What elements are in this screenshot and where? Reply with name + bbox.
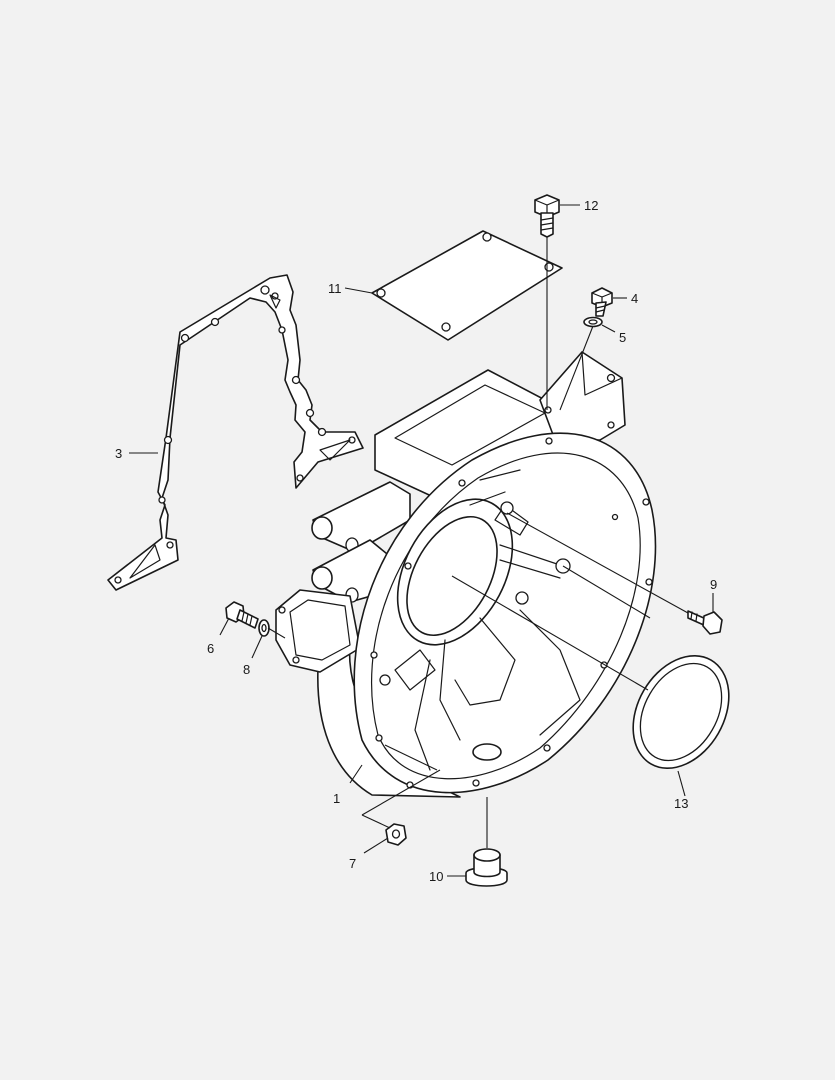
- bolt-part-6: [225, 601, 259, 629]
- plug-part-9: [687, 610, 723, 635]
- callout-8: 8: [243, 662, 250, 677]
- cover-plate-part-11: [371, 230, 563, 341]
- callout-1: 1: [333, 791, 340, 806]
- callout-5: 5: [619, 330, 626, 345]
- callout-12: 12: [584, 198, 598, 213]
- callout-labels: 1 3 4 5 6 7 8 9 10 11 12 13: [115, 198, 717, 884]
- gasket-part-3: [107, 274, 364, 591]
- callout-10: 10: [429, 869, 443, 884]
- leader-lines: [129, 204, 714, 877]
- callout-4: 4: [631, 291, 638, 306]
- callout-7: 7: [349, 856, 356, 871]
- bolt-part-12: [534, 194, 560, 238]
- callout-9: 9: [710, 577, 717, 592]
- nut-part-7: [385, 823, 407, 846]
- flywheel-housing-part-1: [275, 351, 657, 798]
- callout-11: 11: [328, 281, 342, 296]
- plug-part-10: [465, 848, 508, 887]
- washer-part-8: [258, 619, 270, 637]
- callout-3: 3: [115, 446, 122, 461]
- bolt-part-4: [591, 287, 613, 317]
- callout-13: 13: [674, 796, 688, 811]
- o-ring-part-13: [632, 654, 730, 770]
- callout-6: 6: [207, 641, 214, 656]
- washer-part-5: [583, 316, 603, 328]
